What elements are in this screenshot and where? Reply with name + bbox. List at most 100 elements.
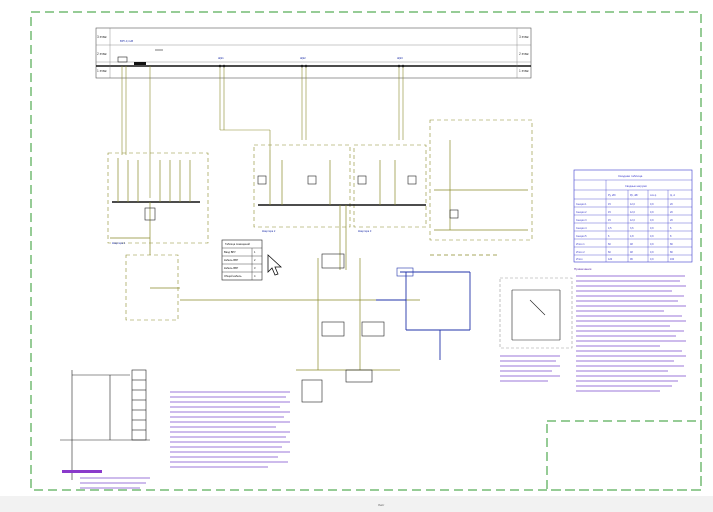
- cell: 0,9: [650, 235, 654, 238]
- room-table-title: Таблица помещений: [225, 242, 250, 246]
- row-name: Секция 1: [576, 203, 587, 206]
- riser-label: ЩЭ3: [397, 56, 403, 60]
- riser-nodes: [218, 64, 405, 68]
- floor-label: 1 этаж: [97, 69, 107, 73]
- ground-bar: [62, 470, 102, 473]
- meter-symbol: [449, 209, 459, 219]
- cell: 0,9: [650, 203, 654, 206]
- room-name: Ввод ВРУ: [224, 250, 236, 254]
- cell: 6: [608, 235, 610, 238]
- room-table: Таблица помещений Ввод ВРУ 1 Кабель ВВГ …: [221, 239, 263, 281]
- room-name: Общий кабель: [224, 274, 242, 278]
- panel-box-5: [125, 254, 179, 321]
- cell: 160: [670, 258, 675, 261]
- row-name: Итого 1: [576, 243, 585, 246]
- load-table: Сводная таблица Сводные нагрузки Ру, кВт…: [573, 169, 693, 263]
- load-table-subtitle: Сводные нагрузки: [625, 184, 647, 188]
- riser-label: ЩЭ1: [218, 56, 224, 60]
- cell: 0,9: [650, 258, 654, 261]
- cell: 15: [608, 211, 611, 214]
- cell: 20: [670, 211, 673, 214]
- cell: 80: [670, 251, 673, 254]
- room-value: 3: [254, 266, 256, 270]
- panel-box-1: [107, 152, 209, 244]
- floor-label: 3 этаж: [97, 35, 107, 39]
- col-header: cos φ: [650, 194, 657, 197]
- panel-1-feeders: [110, 158, 200, 255]
- tenant-label: Квартира 1: [112, 241, 126, 245]
- cell: 0,9: [650, 219, 654, 222]
- notes-heading: Примечания: [574, 267, 592, 271]
- riser-label: ЩЭ2: [300, 56, 306, 60]
- riser-cables: [121, 66, 404, 198]
- blue-terminal: [396, 267, 414, 277]
- riser-label: ВРУ-0,4 кВ: [120, 39, 133, 43]
- room-name: Кабель ВВГ: [224, 258, 239, 262]
- cell: 60: [608, 243, 611, 246]
- cell: 120: [608, 258, 613, 261]
- cell: 0,9: [650, 243, 654, 246]
- cell: 4,8: [630, 235, 634, 238]
- load-table-title: Сводная таблица: [618, 174, 643, 178]
- cell: 20: [670, 203, 673, 206]
- panel-box-4: [429, 119, 533, 241]
- cell: 15: [608, 203, 611, 206]
- left-notes-lines: [80, 477, 150, 489]
- cell: 12,0: [630, 219, 635, 222]
- panel-box-2: [253, 144, 351, 228]
- cell: 6: [670, 227, 672, 230]
- bottom-strip: [0, 496, 713, 512]
- switch-diagram: [499, 277, 573, 349]
- blue-circuit: [376, 271, 471, 360]
- cell: 0,9: [650, 251, 654, 254]
- room-value: 4: [254, 274, 256, 278]
- right-mid-notes-lines: [500, 355, 560, 382]
- room-name: Кабель ВВГ: [224, 266, 239, 270]
- cell: 48: [630, 243, 633, 246]
- row-name: Секция 4: [576, 227, 587, 230]
- mouse-cursor-icon: [267, 254, 283, 276]
- panel-4-feeders: [430, 140, 528, 256]
- room-value: 2: [254, 258, 256, 262]
- row-name: Итого 2: [576, 251, 585, 254]
- room-value: 1: [254, 250, 256, 254]
- cell: 60: [608, 251, 611, 254]
- col-header: Ру, кВт: [608, 194, 617, 197]
- busbar-symbol: [134, 62, 146, 65]
- breaker-symbol: [144, 207, 156, 221]
- panel-2-3-feeders: [258, 150, 426, 270]
- cell: 20: [670, 219, 673, 222]
- row-name: Итого: [576, 258, 583, 261]
- floor-label: 3 этаж: [519, 35, 529, 39]
- title-stamp-label: Лист: [378, 503, 385, 507]
- row-name: Секция 2: [576, 211, 587, 214]
- cell: 0,9: [650, 211, 654, 214]
- floor-label: 1 этаж: [519, 69, 529, 73]
- row-name: Секция 5: [576, 235, 587, 238]
- wiring-detail: [60, 369, 150, 480]
- cell: 80: [670, 243, 673, 246]
- subsystem-boxes: [107, 119, 533, 321]
- floor-label: 2 этаж: [97, 52, 107, 56]
- meter-symbols: [257, 175, 417, 185]
- middle-notes-lines: [170, 391, 290, 468]
- cell: 3,6: [630, 227, 634, 230]
- cell: 96: [630, 258, 633, 261]
- cell: 48: [630, 251, 633, 254]
- tenant-label: Квартира 3: [358, 229, 372, 233]
- cell: 8: [670, 235, 672, 238]
- tenant-label: Квартира 2: [262, 229, 276, 233]
- panel-box-3: [353, 144, 427, 228]
- cell: 15: [608, 219, 611, 222]
- cell: 12,0: [630, 211, 635, 214]
- lower-circuit: [150, 258, 420, 371]
- title-stamp-frame: [546, 420, 702, 491]
- cell: 4,5: [608, 227, 612, 230]
- switch-symbol: [117, 56, 128, 63]
- row-name: Секция 3: [576, 219, 587, 222]
- floor-label: 2 этаж: [519, 52, 529, 56]
- floor-band: 3 этаж 2 этаж 1 этаж 3 этаж 2 этаж 1 эта…: [95, 27, 532, 79]
- lower-switches: [301, 253, 385, 403]
- cell: 12,0: [630, 203, 635, 206]
